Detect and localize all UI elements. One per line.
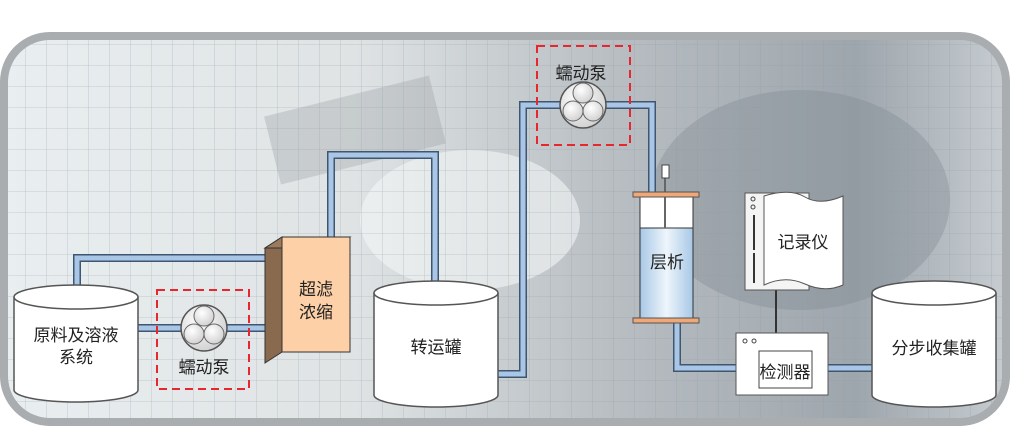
raw-tank-label-1: 原料及溶液 — [34, 326, 119, 346]
raw-material-tank: 原料及溶液 系统 — [13, 284, 139, 403]
raw-tank-label-2: 系统 — [59, 348, 93, 368]
transfer-tank: 转运罐 — [373, 280, 499, 408]
pump1-label: 蠕动泵 — [179, 358, 230, 378]
ultrafilter-label-2: 浓缩 — [299, 303, 333, 323]
pump-rotor-icon — [180, 304, 228, 352]
ultrafilter-label-1: 超滤 — [299, 280, 333, 300]
recorder: 记录仪 — [744, 191, 844, 291]
ultrafiltration-unit: 超滤 浓缩 — [263, 236, 352, 364]
peristaltic-pump-2: 蠕动泵 — [536, 45, 631, 146]
pump2-label: 蠕动泵 — [556, 64, 607, 84]
peristaltic-pump-1: 蠕动泵 — [156, 289, 250, 390]
detector-label: 检测器 — [760, 363, 811, 383]
column-label: 层析 — [650, 253, 684, 273]
recorder-label: 记录仪 — [778, 233, 829, 253]
chromatography-column: 层析 — [632, 164, 700, 324]
pump-rotor-icon — [559, 81, 607, 129]
detector: 检测器 — [735, 332, 829, 396]
transfer-tank-label: 转运罐 — [411, 338, 462, 358]
fraction-tank-label: 分步收集罐 — [892, 339, 977, 359]
fraction-collection-tank: 分步收集罐 — [871, 280, 997, 408]
